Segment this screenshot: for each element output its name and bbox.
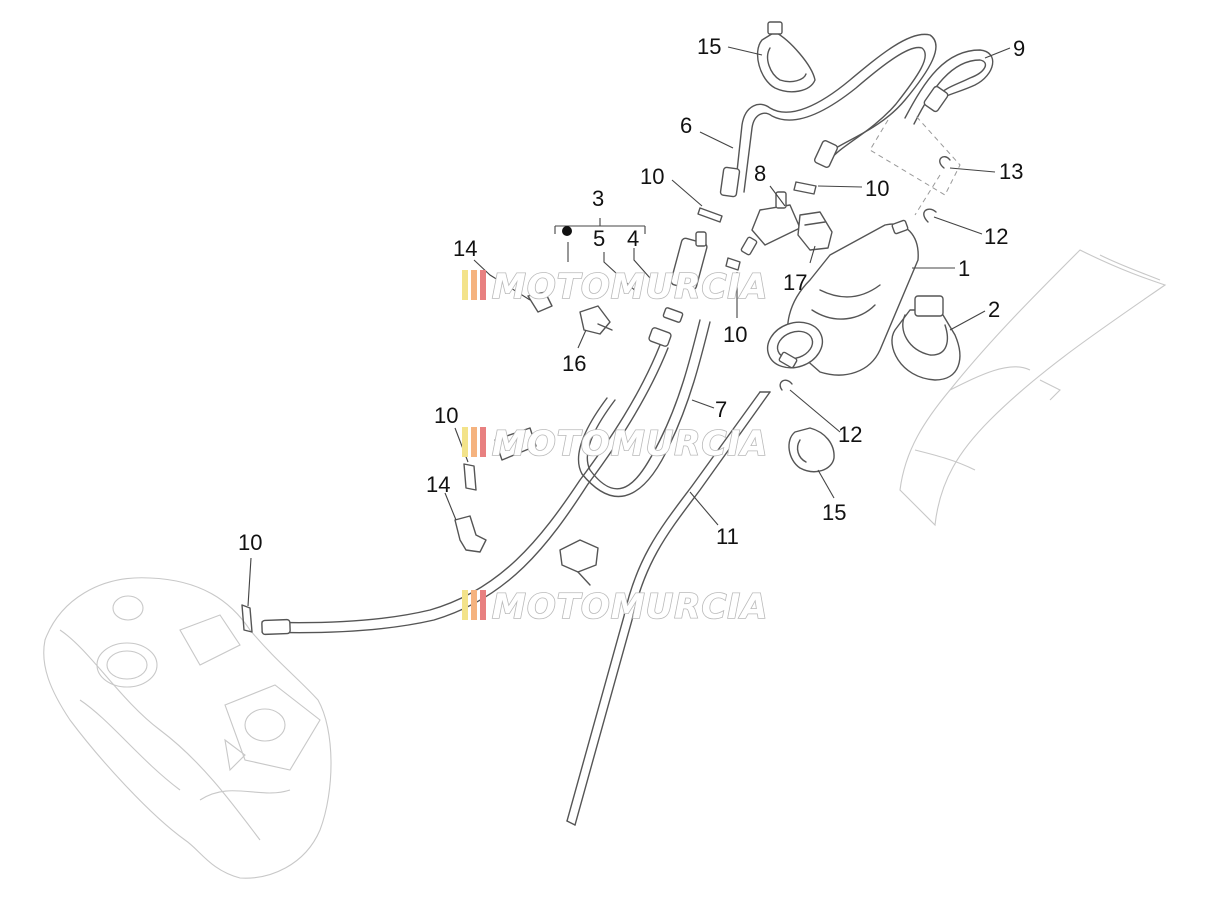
clip-10-mid [725,257,741,271]
watermark-stripe-2 [471,427,477,457]
ring-13 [939,156,951,169]
watermark-stripe-3 [480,270,486,300]
clip-10-right [793,181,817,195]
callout-16: 16 [562,351,586,376]
callout-10-upper: 10 [640,164,664,189]
callout-10-left: 10 [434,403,458,428]
watermark-stripe-2 [471,270,477,300]
clip-10-left [463,463,477,491]
callout-14-lower: 14 [426,472,450,497]
leader-lines [247,46,1011,607]
callout-10-tank: 10 [238,530,262,555]
callout-14-upper: 14 [453,236,477,261]
watermark-text: MOTOMURCIA [492,267,768,307]
watermark-text: MOTOMURCIA [492,587,768,627]
bracket [559,539,599,586]
watermark-bottom: MOTOMURCIA [462,586,768,628]
callout-11: 11 [716,524,739,549]
callout-3: 3 [592,186,604,211]
guide [494,427,537,461]
hose-7 [577,319,711,497]
callout-10-right: 10 [865,176,889,201]
callout-17: 17 [783,270,807,295]
fuel-filter [766,219,919,376]
watermark-stripe-3 [480,590,486,620]
filter-clamp [891,295,961,381]
hose-9 [904,49,994,125]
callout-labels: 15 9 6 10 8 10 13 3 12 5 4 14 1 17 2 10 … [238,34,1025,555]
connector-17 [797,211,833,251]
callout-13: 13 [999,159,1023,184]
callout-4: 4 [627,226,639,251]
callout-5: 5 [593,226,605,251]
callout-12-lower: 12 [838,422,862,447]
check-valve [740,191,801,256]
watermark-top: MOTOMURCIA [462,266,768,308]
callout-10-mid: 10 [723,322,747,347]
hose-6 [719,33,937,198]
watermark-middle: MOTOMURCIA [462,423,768,465]
callout-6: 6 [680,113,692,138]
callout-7: 7 [715,397,727,422]
body-panel [899,249,1167,527]
clip-10-tank [241,604,253,633]
watermark-stripe-1 [462,590,468,620]
watermark-text: MOTOMURCIA [492,424,768,464]
fitting-16 [579,305,613,335]
clamp-15-lower [788,427,835,473]
callout-2: 2 [988,297,1000,322]
watermark-stripe-3 [480,427,486,457]
watermark-stripe-1 [462,270,468,300]
ring-12-upper [923,208,937,223]
valve-assembly [648,231,708,347]
bullet-marker [562,226,572,236]
callout-15-upper: 15 [697,34,721,59]
hose-10-tank [261,344,669,636]
fitting-14-upper [527,291,553,313]
watermark-stripe-2 [471,590,477,620]
clip-10-upper [697,207,723,223]
fuel-tank [43,577,332,879]
clamp-15-upper [757,21,816,93]
callout-15-lower: 15 [822,500,846,525]
watermark-stripe-1 [462,427,468,457]
fitting-14-lower [454,515,487,553]
callout-9: 9 [1013,36,1025,61]
callout-12-upper: 12 [984,224,1008,249]
ring-12-lower [779,379,793,391]
callout-8: 8 [754,161,766,186]
callout-1: 1 [958,256,970,281]
